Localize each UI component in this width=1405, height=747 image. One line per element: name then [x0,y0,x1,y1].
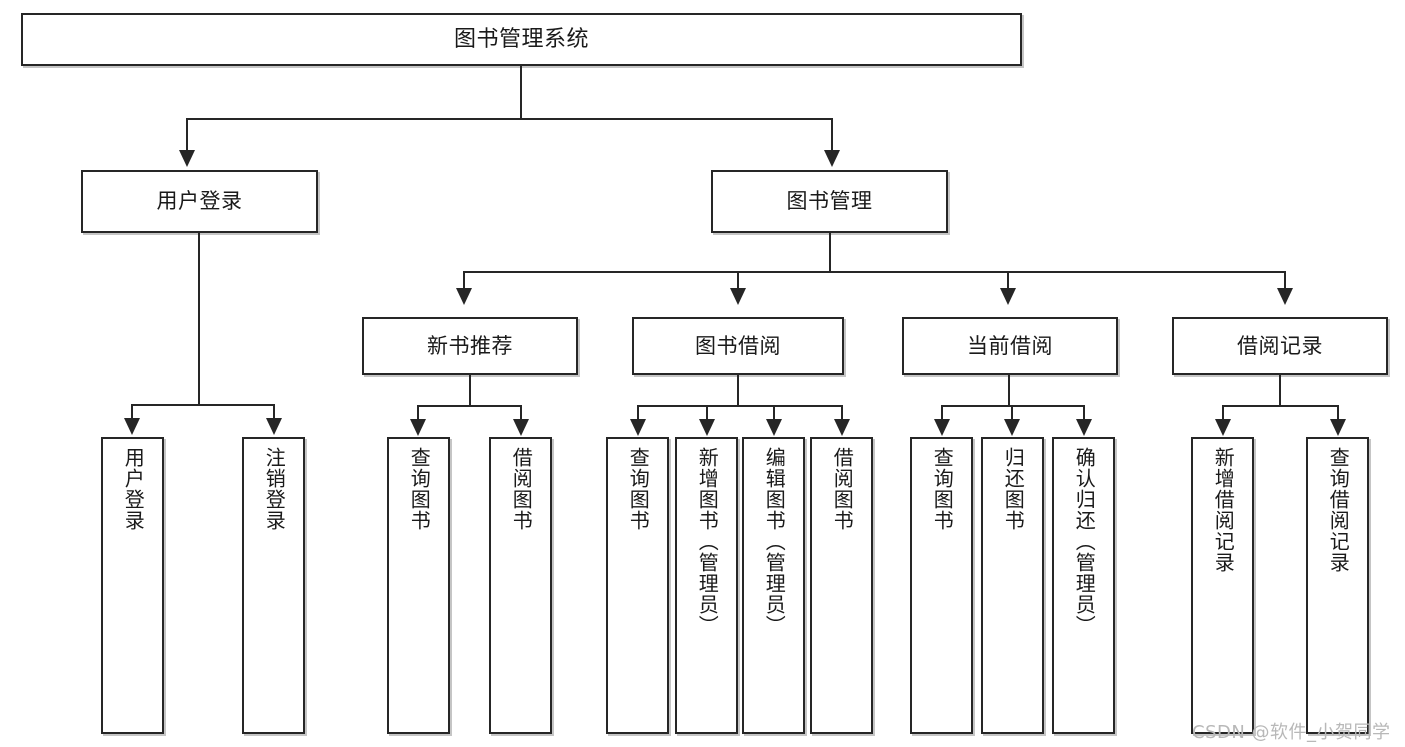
connector-user-login-drop-2 [273,404,275,420]
leaf-new-book-borrow[interactable]: 借阅图书 [489,437,552,734]
connector-borrow-record-stem [1279,375,1281,406]
node-label: 借阅图书 [830,447,855,531]
node-label: 用户登录 [156,189,243,214]
node-label: 查询图书 [930,447,955,531]
leaf-book-borrow-borrow[interactable]: 借阅图书 [810,437,873,734]
arrowhead-book-borrow-leaf-3 [766,419,782,436]
watermark-csdn: CSDN @软件_小贺同学 [1192,722,1391,743]
connector-to-new-book [463,271,465,289]
connector-root-to-user-login [186,118,188,152]
leaf-book-borrow-add-admin[interactable]: 新增图书（管理员） [675,437,738,734]
node-label: 新增图书（管理员） [695,447,720,636]
node-label: 图书管理 [786,189,873,214]
node-label: 归还图书 [1001,447,1026,531]
connector-book-borrow-drop-4 [841,405,843,421]
leaf-current-borrow-query[interactable]: 查询图书 [910,437,973,734]
arrowhead-book-borrow-leaf-2 [699,419,715,436]
connector-current-borrow-drop-1 [941,405,943,421]
connector-book-borrow-bus [637,405,843,407]
node-root-book-management-system[interactable]: 图书管理系统 [21,13,1022,66]
connector-user-login-stem [198,233,200,406]
arrowhead-to-new-book [456,288,472,305]
node-book-borrow[interactable]: 图书借阅 [632,317,844,375]
arrowhead-user-login-leaf-2 [266,418,282,435]
connector-book-borrow-stem [737,375,739,406]
connector-current-borrow-drop-2 [1011,405,1013,421]
leaf-current-borrow-return[interactable]: 归还图书 [981,437,1044,734]
connector-new-book-bus [417,405,522,407]
connector-current-borrow-bus [941,405,1085,407]
arrowhead-to-user-login [179,150,195,167]
connector-user-login-bus [131,404,275,406]
arrowhead-to-borrow-record [1277,288,1293,305]
leaf-book-borrow-edit-admin[interactable]: 编辑图书（管理员） [742,437,805,734]
arrowhead-new-book-leaf-2 [513,419,529,436]
node-label: 图书管理系统 [453,26,589,52]
connector-new-book-stem [469,375,471,406]
connector-book-borrow-drop-1 [637,405,639,421]
node-label: 查询图书 [626,447,651,531]
arrowhead-current-borrow-leaf-3 [1076,419,1092,436]
node-label: 当前借阅 [967,333,1053,358]
node-label: 编辑图书（管理员） [762,447,787,636]
arrowhead-borrow-record-leaf-2 [1330,419,1346,436]
arrowhead-current-borrow-leaf-1 [934,419,950,436]
connector-current-borrow-drop-3 [1083,405,1085,421]
connector-book-borrow-drop-2 [706,405,708,421]
arrowhead-book-borrow-leaf-4 [834,419,850,436]
node-label: 用户登录 [121,447,146,531]
leaf-borrow-record-add[interactable]: 新增借阅记录 [1191,437,1254,734]
connector-new-book-drop-1 [417,405,419,421]
arrowhead-to-book-borrow [730,288,746,305]
leaf-borrow-record-query[interactable]: 查询借阅记录 [1306,437,1369,734]
arrowhead-book-borrow-leaf-1 [630,419,646,436]
arrowhead-to-current-borrow [1000,288,1016,305]
node-borrow-record[interactable]: 借阅记录 [1172,317,1388,375]
arrowhead-user-login-leaf-1 [124,418,140,435]
arrowhead-new-book-leaf-1 [410,419,426,436]
node-label: 注销登录 [262,447,287,531]
connector-to-current-borrow [1007,271,1009,289]
node-label: 查询图书 [407,447,432,531]
connector-book-management-stem [829,233,831,272]
connector-user-login-drop-1 [131,404,133,420]
connector-level2-bus [463,271,1286,273]
connector-borrow-record-bus [1222,405,1339,407]
connector-root-to-book-management [831,118,833,152]
node-current-borrow[interactable]: 当前借阅 [902,317,1118,375]
node-label: 新书推荐 [427,333,513,358]
leaf-current-borrow-confirm-admin[interactable]: 确认归还（管理员） [1052,437,1115,734]
connector-borrow-record-drop-1 [1222,405,1224,421]
leaf-book-borrow-query[interactable]: 查询图书 [606,437,669,734]
node-label: 借阅图书 [509,447,534,531]
connector-book-borrow-drop-3 [773,405,775,421]
node-label: 图书借阅 [695,333,781,358]
connector-root-bus [186,118,833,120]
node-label: 查询借阅记录 [1326,447,1351,573]
node-book-management[interactable]: 图书管理 [711,170,948,233]
connector-to-borrow-record [1284,271,1286,289]
leaf-user-login-signout[interactable]: 注销登录 [242,437,305,734]
connector-to-book-borrow [737,271,739,289]
node-label: 新增借阅记录 [1211,447,1236,573]
connector-current-borrow-stem [1008,375,1010,406]
arrowhead-current-borrow-leaf-2 [1004,419,1020,436]
node-new-book-recommend[interactable]: 新书推荐 [362,317,578,375]
node-label: 确认归还（管理员） [1072,447,1097,636]
node-user-login[interactable]: 用户登录 [81,170,318,233]
connector-borrow-record-drop-2 [1337,405,1339,421]
arrowhead-borrow-record-leaf-1 [1215,419,1231,436]
arrowhead-to-book-management [824,150,840,167]
leaf-new-book-query[interactable]: 查询图书 [387,437,450,734]
connector-new-book-drop-2 [520,405,522,421]
connector-root-stem [520,66,522,118]
leaf-user-login-signin[interactable]: 用户登录 [101,437,164,734]
node-label: 借阅记录 [1237,333,1323,358]
